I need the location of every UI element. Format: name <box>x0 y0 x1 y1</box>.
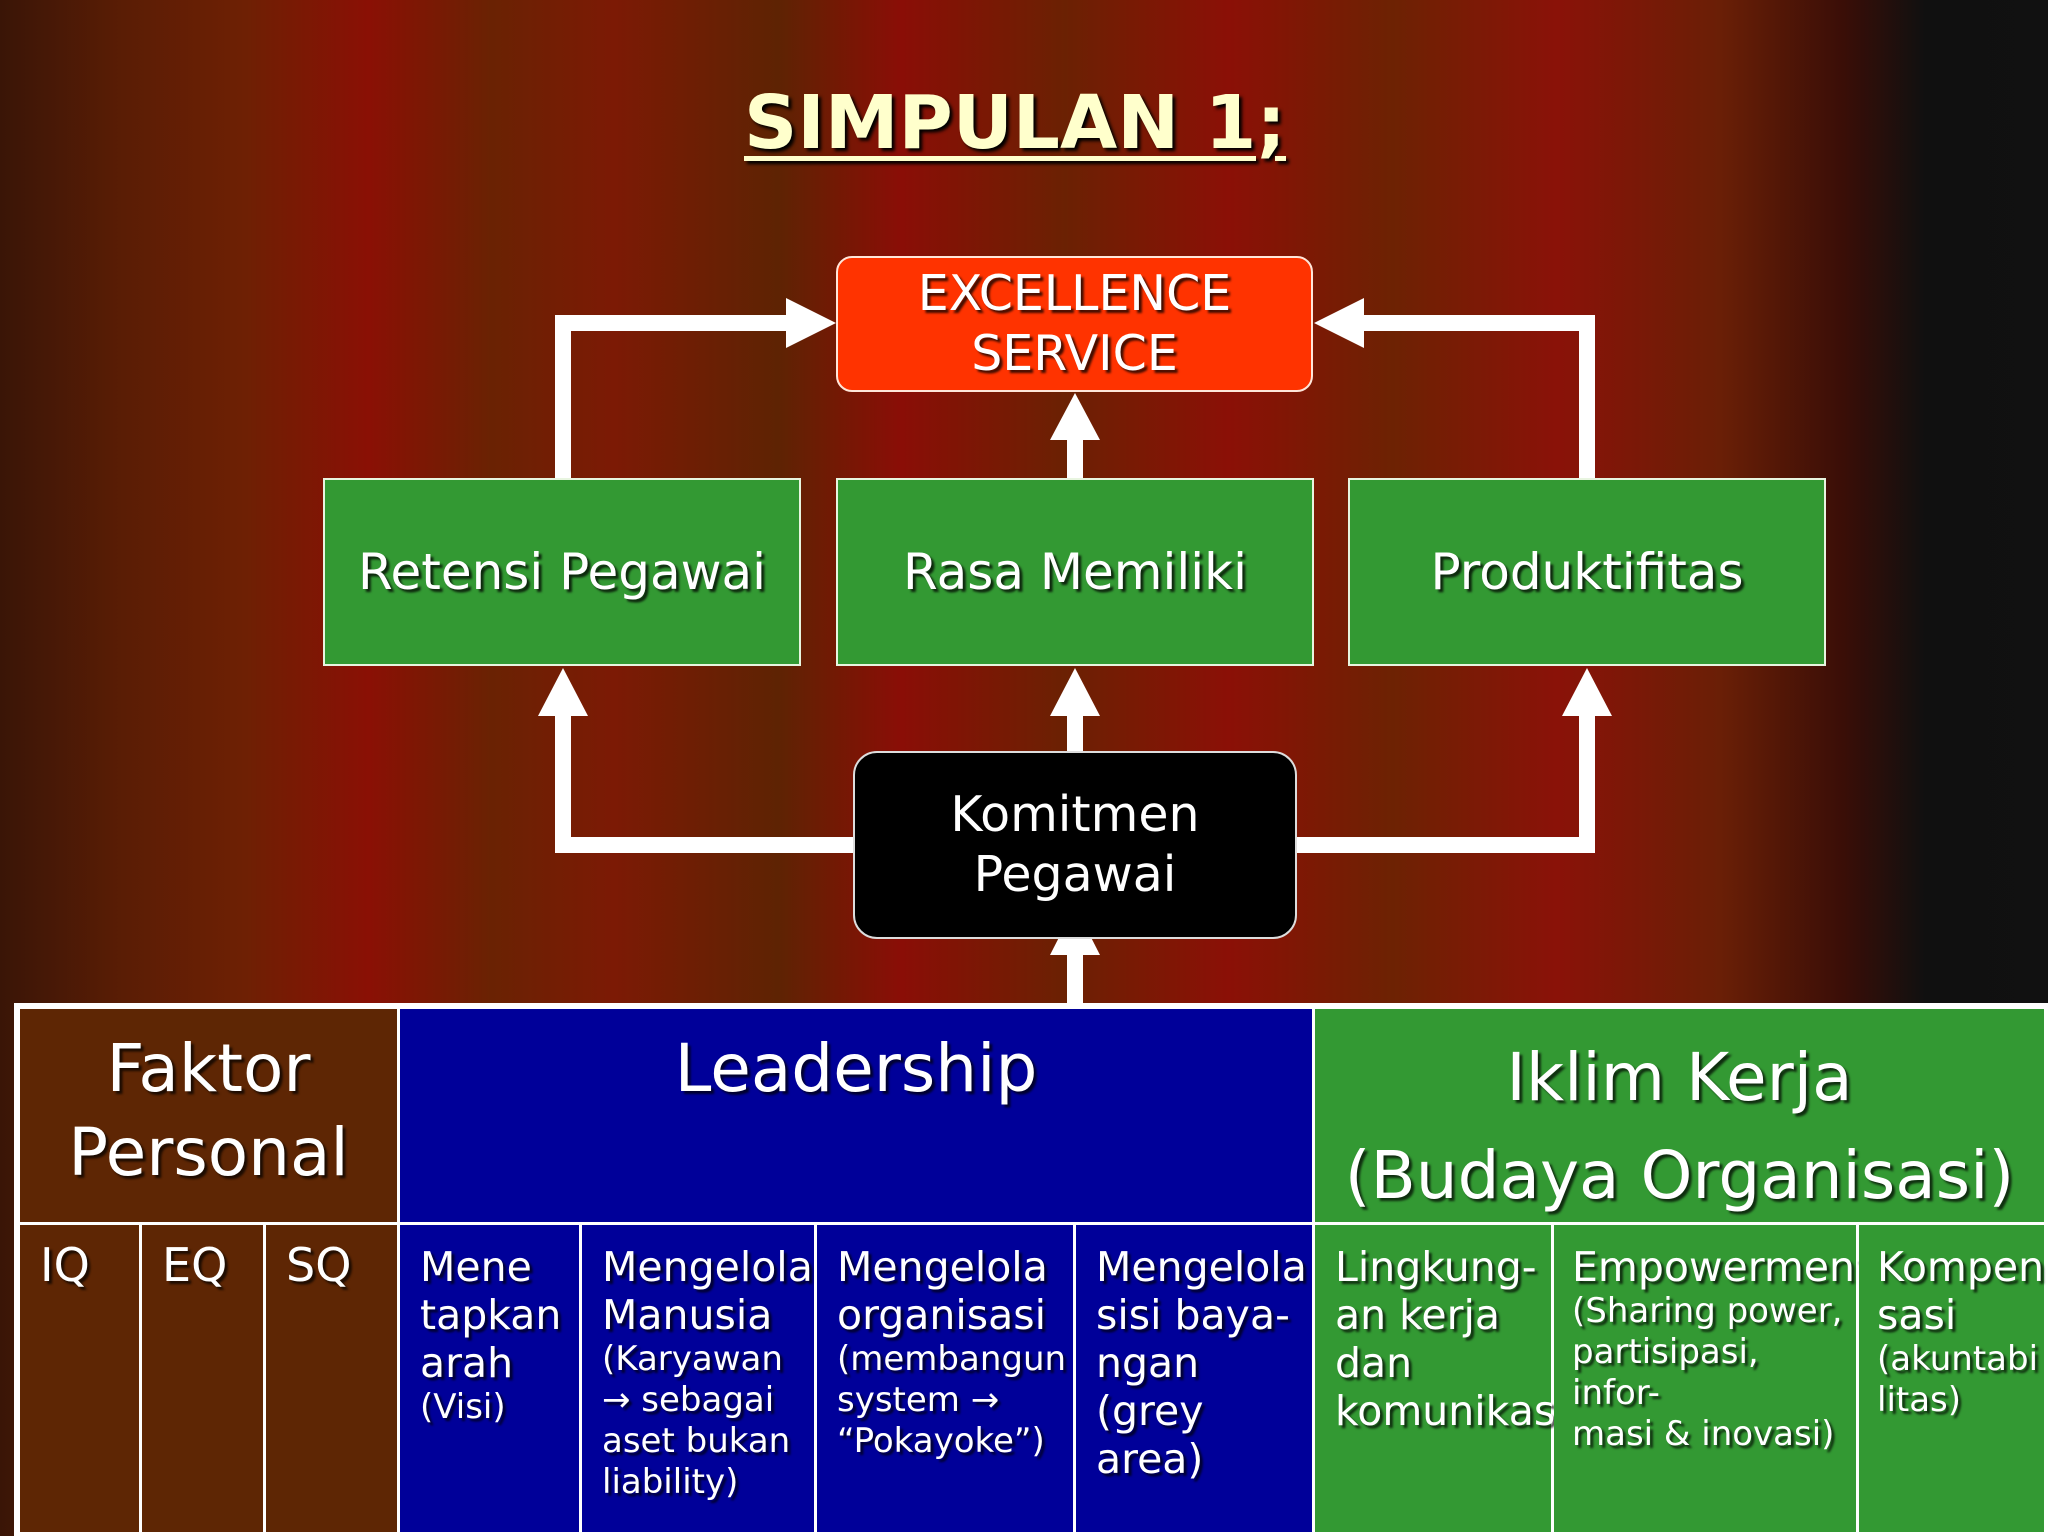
cell-empowerment: Empowerment (Sharing power, partisipasi,… <box>1554 1225 1872 1532</box>
arrowhead <box>1050 668 1100 716</box>
cell-sq-label: SQ <box>286 1238 352 1292</box>
rasa-memiliki-label: Rasa Memiliki <box>903 543 1247 601</box>
arrow-komitmen-to-retensi <box>555 712 853 853</box>
komitmen-line-2: Pegawai <box>973 846 1177 903</box>
cell-text: Lingkung- <box>1335 1243 1537 1291</box>
cell-text: dan <box>1335 1339 1413 1387</box>
arrow-retensi-to-excellence <box>555 315 790 478</box>
cell-text: Kompen <box>1877 1243 2045 1291</box>
arrow-produktifitas-to-excellence <box>1362 315 1595 478</box>
cell-note: liability) <box>602 1462 739 1502</box>
cell-note: litas) <box>1877 1380 1962 1420</box>
cell-eq-label: EQ <box>162 1238 228 1292</box>
cell-text: Mengelola <box>837 1243 1048 1291</box>
cell-text: Empowerment <box>1572 1243 1872 1291</box>
produktifitas-label: Produktifitas <box>1430 543 1744 601</box>
header-leadership: Leadership <box>400 1009 1312 1222</box>
cell-text: sisi baya- <box>1096 1291 1290 1339</box>
arrowhead <box>538 668 588 716</box>
header-iklim-kerja: Iklim Kerja (Budaya Organisasi) <box>1315 1009 2044 1222</box>
cell-note: masi & inovasi) <box>1572 1414 1835 1454</box>
retensi-pegawai-box: Retensi Pegawai <box>323 478 801 666</box>
header-iklim-line-2: (Budaya Organisasi) <box>1344 1137 2015 1214</box>
arrow-komitmen-to-produktifitas <box>1297 712 1595 853</box>
excellence-line-2: SERVICE <box>971 325 1178 382</box>
header-leadership-label: Leadership <box>674 1030 1038 1107</box>
excellence-service-box: EXCELLENCE SERVICE <box>836 256 1313 392</box>
arrowhead <box>1562 668 1612 716</box>
cell-eq: EQ <box>142 1225 263 1532</box>
cell-text: Manusia <box>602 1291 773 1339</box>
arrowhead <box>786 298 836 348</box>
cell-text: Mene <box>420 1243 532 1291</box>
cell-text: area) <box>1096 1435 1204 1483</box>
retensi-pegawai-label: Retensi Pegawai <box>357 543 767 601</box>
cell-mengelola-manusia: Mengelola Manusia (Karyawan → sebagai as… <box>582 1225 814 1532</box>
header-faktor-line-2: Personal <box>68 1114 349 1191</box>
cell-text: Mengelola <box>1096 1243 1307 1291</box>
cell-note: aset bukan <box>602 1421 791 1461</box>
arrowhead <box>1050 393 1100 440</box>
header-iklim-line-1: Iklim Kerja <box>1506 1039 1853 1116</box>
cell-sq: SQ <box>266 1225 397 1532</box>
header-faktor-personal: Faktor Personal <box>20 1009 397 1222</box>
komitmen-line-1: Komitmen <box>950 786 1200 843</box>
cell-text: ngan (grey <box>1096 1339 1204 1435</box>
cell-note: (membangun <box>837 1339 1067 1379</box>
cell-text: sasi <box>1877 1291 1957 1339</box>
cell-note: (Sharing power, <box>1572 1291 1843 1331</box>
cell-text: tapkan <box>420 1291 562 1339</box>
cell-note: → sebagai <box>602 1380 775 1420</box>
header-faktor-line-1: Faktor <box>106 1030 311 1107</box>
cell-iq-label: IQ <box>40 1238 90 1292</box>
cell-note: “Pokayoke”) <box>837 1421 1045 1461</box>
cell-text: an kerja <box>1335 1291 1501 1339</box>
cell-text: organisasi <box>837 1291 1046 1339</box>
cell-iq: IQ <box>20 1225 139 1532</box>
cell-menetapkan-arah: Mene tapkan arah (Visi) <box>400 1225 579 1532</box>
cell-note: system → <box>837 1380 1000 1420</box>
cell-text: komunikasi <box>1335 1387 1567 1435</box>
produktifitas-box: Produktifitas <box>1348 478 1826 666</box>
cell-note: (Visi) <box>420 1387 506 1427</box>
arrowhead <box>1314 298 1364 348</box>
cell-kompensasi: Kompen sasi (akuntabi litas) <box>1859 1225 2044 1532</box>
cell-mengelola-sisi-bayangan: Mengelola sisi baya- ngan (grey area) <box>1076 1225 1312 1532</box>
cell-text: Mengelola <box>602 1243 813 1291</box>
excellence-line-1: EXCELLENCE <box>917 265 1232 322</box>
cell-text: arah <box>420 1339 514 1387</box>
cell-note: partisipasi, infor- <box>1572 1332 1759 1413</box>
cell-mengelola-organisasi: Mengelola organisasi (membangun system →… <box>817 1225 1073 1532</box>
rasa-memiliki-box: Rasa Memiliki <box>836 478 1314 666</box>
cell-note: (akuntabi <box>1877 1339 2039 1379</box>
cell-note: (Karyawan <box>602 1339 783 1379</box>
komitmen-pegawai-box: Komitmen Pegawai <box>853 751 1297 939</box>
cell-lingkungan-kerja: Lingkung- an kerja dan komunikasi <box>1315 1225 1567 1532</box>
slide-title: SIMPULAN 1; <box>744 80 1286 166</box>
